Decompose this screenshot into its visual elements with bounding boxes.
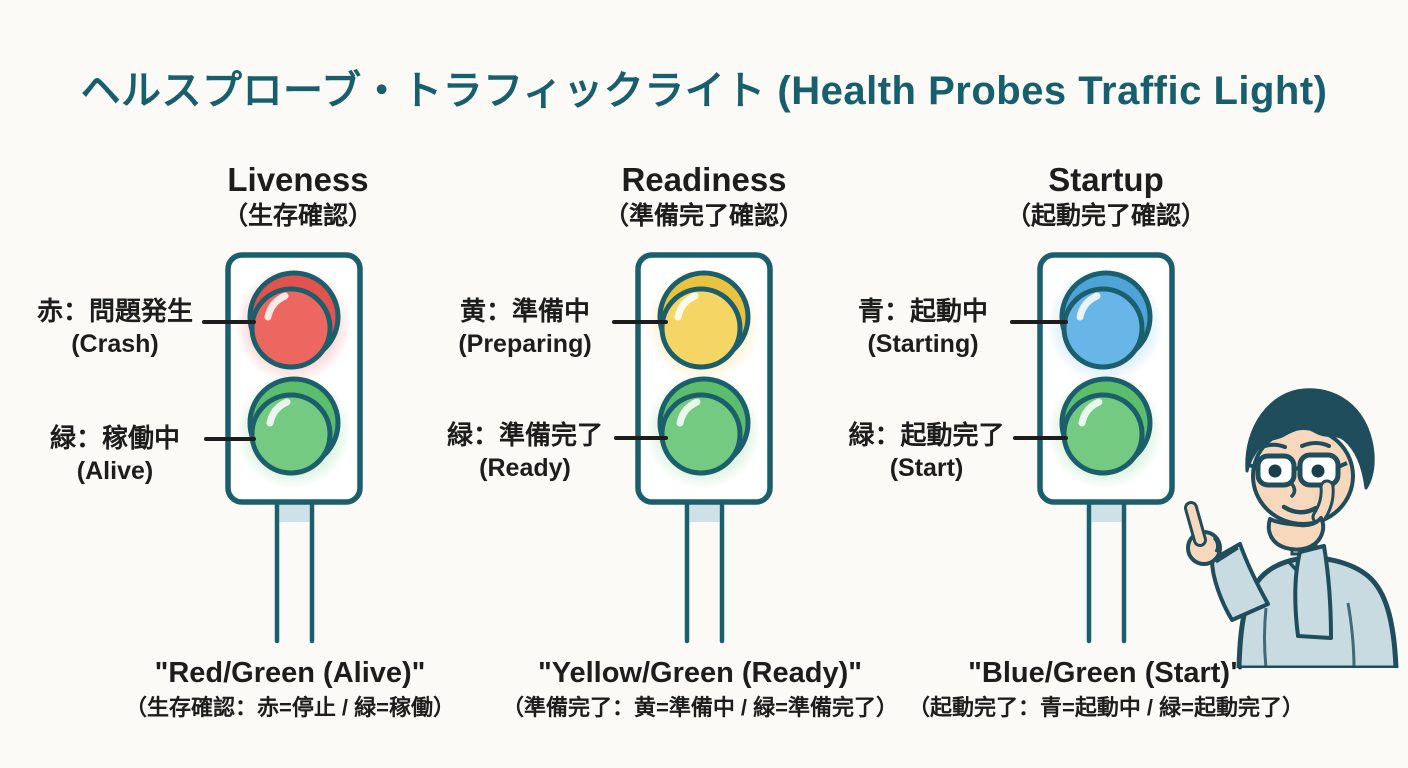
label-jp: 緑：起動完了: [848, 420, 1005, 450]
column-header-startup: Startup （起動完了確認）: [926, 161, 1286, 230]
label-jp: 緑：稼働中: [49, 423, 180, 453]
pole-cap: [689, 500, 720, 522]
traffic-light-readiness: [635, 252, 773, 644]
column-header-jp: （生存確認）: [222, 201, 373, 230]
chin-hand: [1266, 479, 1335, 552]
column-header-liveness: Liveness （生存確認）: [118, 161, 478, 230]
page-title: ヘルスプローブ・トラフィックライト (Health Probes Traffic…: [80, 69, 1328, 113]
label-green-alive: 緑：稼働中 (Alive): [28, 422, 202, 487]
label-jp: 青：起動中: [857, 296, 988, 326]
mouth: [1281, 504, 1319, 515]
eyebrows: [1258, 441, 1331, 450]
green-light: [645, 373, 761, 489]
shirt-folds: [1263, 602, 1356, 668]
blue-light: [1047, 267, 1163, 383]
label-green-start: 緑：起動完了 (Start): [838, 419, 1015, 484]
green-light: [235, 373, 351, 489]
left-eye: [1268, 464, 1282, 478]
red-light: [235, 267, 351, 383]
label-jp: 赤：問題発生: [36, 296, 193, 326]
label-red-crash: 赤：問題発生 (Crash): [28, 295, 202, 360]
column-header-jp: （準備完了確認）: [603, 201, 804, 230]
pointing-hand: [1184, 501, 1270, 622]
label-jp: 緑：準備完了: [446, 420, 603, 450]
column-header-jp: （起動完了確認）: [1005, 201, 1206, 230]
caption-startup: "Blue/Green (Start)" （起動完了：青=起動中 / 緑=起動完…: [876, 657, 1336, 720]
traffic-light-startup: [1037, 252, 1175, 644]
label-en: (Ready): [479, 454, 571, 483]
leader-line: [614, 436, 668, 440]
label-en: (Crash): [71, 330, 159, 359]
traffic-light-liveness: [225, 252, 363, 644]
label-en: (Starting): [867, 330, 979, 359]
caption-en: "Blue/Green (Start)": [968, 657, 1244, 689]
column-header-en: Startup: [1048, 161, 1164, 198]
column-header-readiness: Readiness （準備完了確認）: [524, 161, 884, 230]
hair: [1245, 388, 1375, 490]
label-yellow-preparing: 黄：準備中 (Preparing): [438, 295, 612, 360]
yellow-light: [645, 267, 761, 383]
label-green-ready: 緑：準備完了 (Ready): [436, 419, 614, 484]
pole-cap: [279, 500, 310, 522]
caption-jp: （準備完了：黄=準備中 / 緑=準備完了）: [501, 694, 899, 720]
label-jp: 黄：準備中: [459, 296, 590, 326]
leader-line: [612, 320, 668, 324]
caption-readiness: "Yellow/Green (Ready)" （準備完了：黄=準備中 / 緑=準…: [470, 657, 930, 720]
leader-line: [1013, 436, 1068, 440]
leader-line: [204, 437, 256, 441]
green-light: [1047, 373, 1163, 489]
label-blue-starting: 青：起動中 (Starting): [836, 295, 1010, 360]
column-header-en: Readiness: [621, 161, 787, 198]
label-en: (Alive): [76, 457, 154, 486]
caption-en: "Yellow/Green (Ready)": [537, 657, 863, 689]
caption-jp: （起動完了：青=起動中 / 緑=起動完了）: [907, 694, 1305, 720]
nose: [1290, 482, 1297, 498]
right-arm-sleeve: [1293, 544, 1333, 640]
leader-line: [202, 320, 256, 324]
leader-line: [1010, 320, 1068, 324]
pole-cap: [1091, 500, 1122, 522]
caption-en: "Red/Green (Alive)": [154, 657, 426, 689]
caption-jp: （生存確認：赤=停止 / 緑=稼働）: [124, 694, 456, 720]
thinking-person-illustration: [1184, 388, 1399, 668]
label-en: (Start): [889, 454, 964, 483]
caption-liveness: "Red/Green (Alive)" （生存確認：赤=停止 / 緑=稼働）: [60, 657, 520, 720]
column-header-en: Liveness: [227, 161, 369, 198]
label-en: (Preparing): [458, 330, 592, 359]
right-eye: [1311, 464, 1325, 478]
